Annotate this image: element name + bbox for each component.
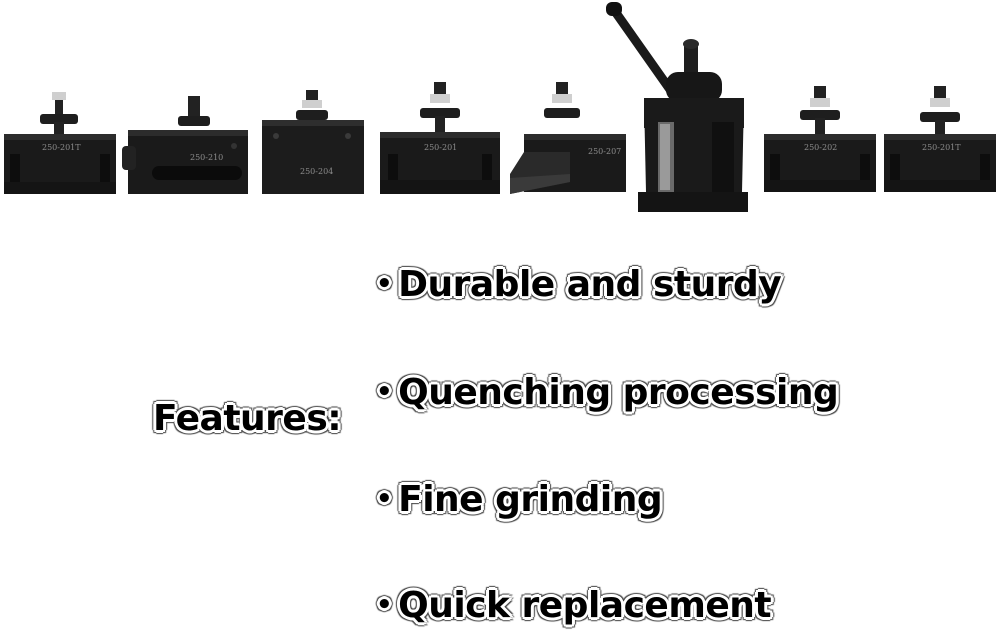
feature-item: •Quick replacement: [376, 585, 772, 626]
bullet-icon: •: [376, 590, 393, 620]
tool-holder-graphic: 250-201T: [884, 86, 996, 192]
tool-holder-graphic: 250-202: [764, 86, 876, 192]
bullet-icon: •: [376, 269, 393, 299]
tool-holder-graphic: 250-201: [380, 82, 500, 194]
tool-holder-250-201: 250-201: [380, 82, 500, 196]
tool-holder-250-207: 250-207: [510, 82, 626, 196]
feature-item: •Fine grinding: [376, 479, 663, 520]
tool-post-graphic: [606, 2, 748, 212]
feature-item: •Quenching processing: [376, 372, 839, 413]
tool-holder-250-201t: 250-201T: [4, 88, 116, 196]
holder-label: 250-210: [190, 153, 223, 162]
tool-holder-graphic: 250-204: [262, 90, 364, 194]
tool-holder-graphic: 250-201T: [4, 92, 116, 194]
tool-holder-250-201t-2: 250-201T: [884, 86, 996, 194]
tool-post: [604, 2, 748, 214]
holder-label: 250-202: [804, 143, 837, 152]
holder-label: 250-207: [588, 147, 621, 156]
features-heading: Features:: [153, 398, 342, 439]
feature-text: Fine grinding: [398, 479, 663, 520]
tool-holder-250-204: 250-204: [262, 88, 364, 196]
bullet-icon: •: [376, 377, 393, 407]
holder-label: 250-204: [300, 167, 333, 176]
feature-text: Durable and sturdy: [398, 264, 782, 305]
feature-item: •Durable and sturdy: [376, 264, 782, 305]
tool-holder-250-210: 250-210: [122, 96, 250, 196]
bullet-icon: •: [376, 484, 393, 514]
holder-label: 250-201T: [922, 143, 961, 152]
holder-label: 250-201T: [42, 143, 81, 152]
tool-holder-graphic: 250-210: [122, 96, 248, 194]
tool-holder-250-202: 250-202: [764, 86, 876, 194]
feature-text: Quick replacement: [398, 585, 772, 626]
feature-text: Quenching processing: [398, 372, 839, 413]
holder-label: 250-201: [424, 143, 457, 152]
tool-holder-graphic: 250-207: [510, 82, 626, 194]
